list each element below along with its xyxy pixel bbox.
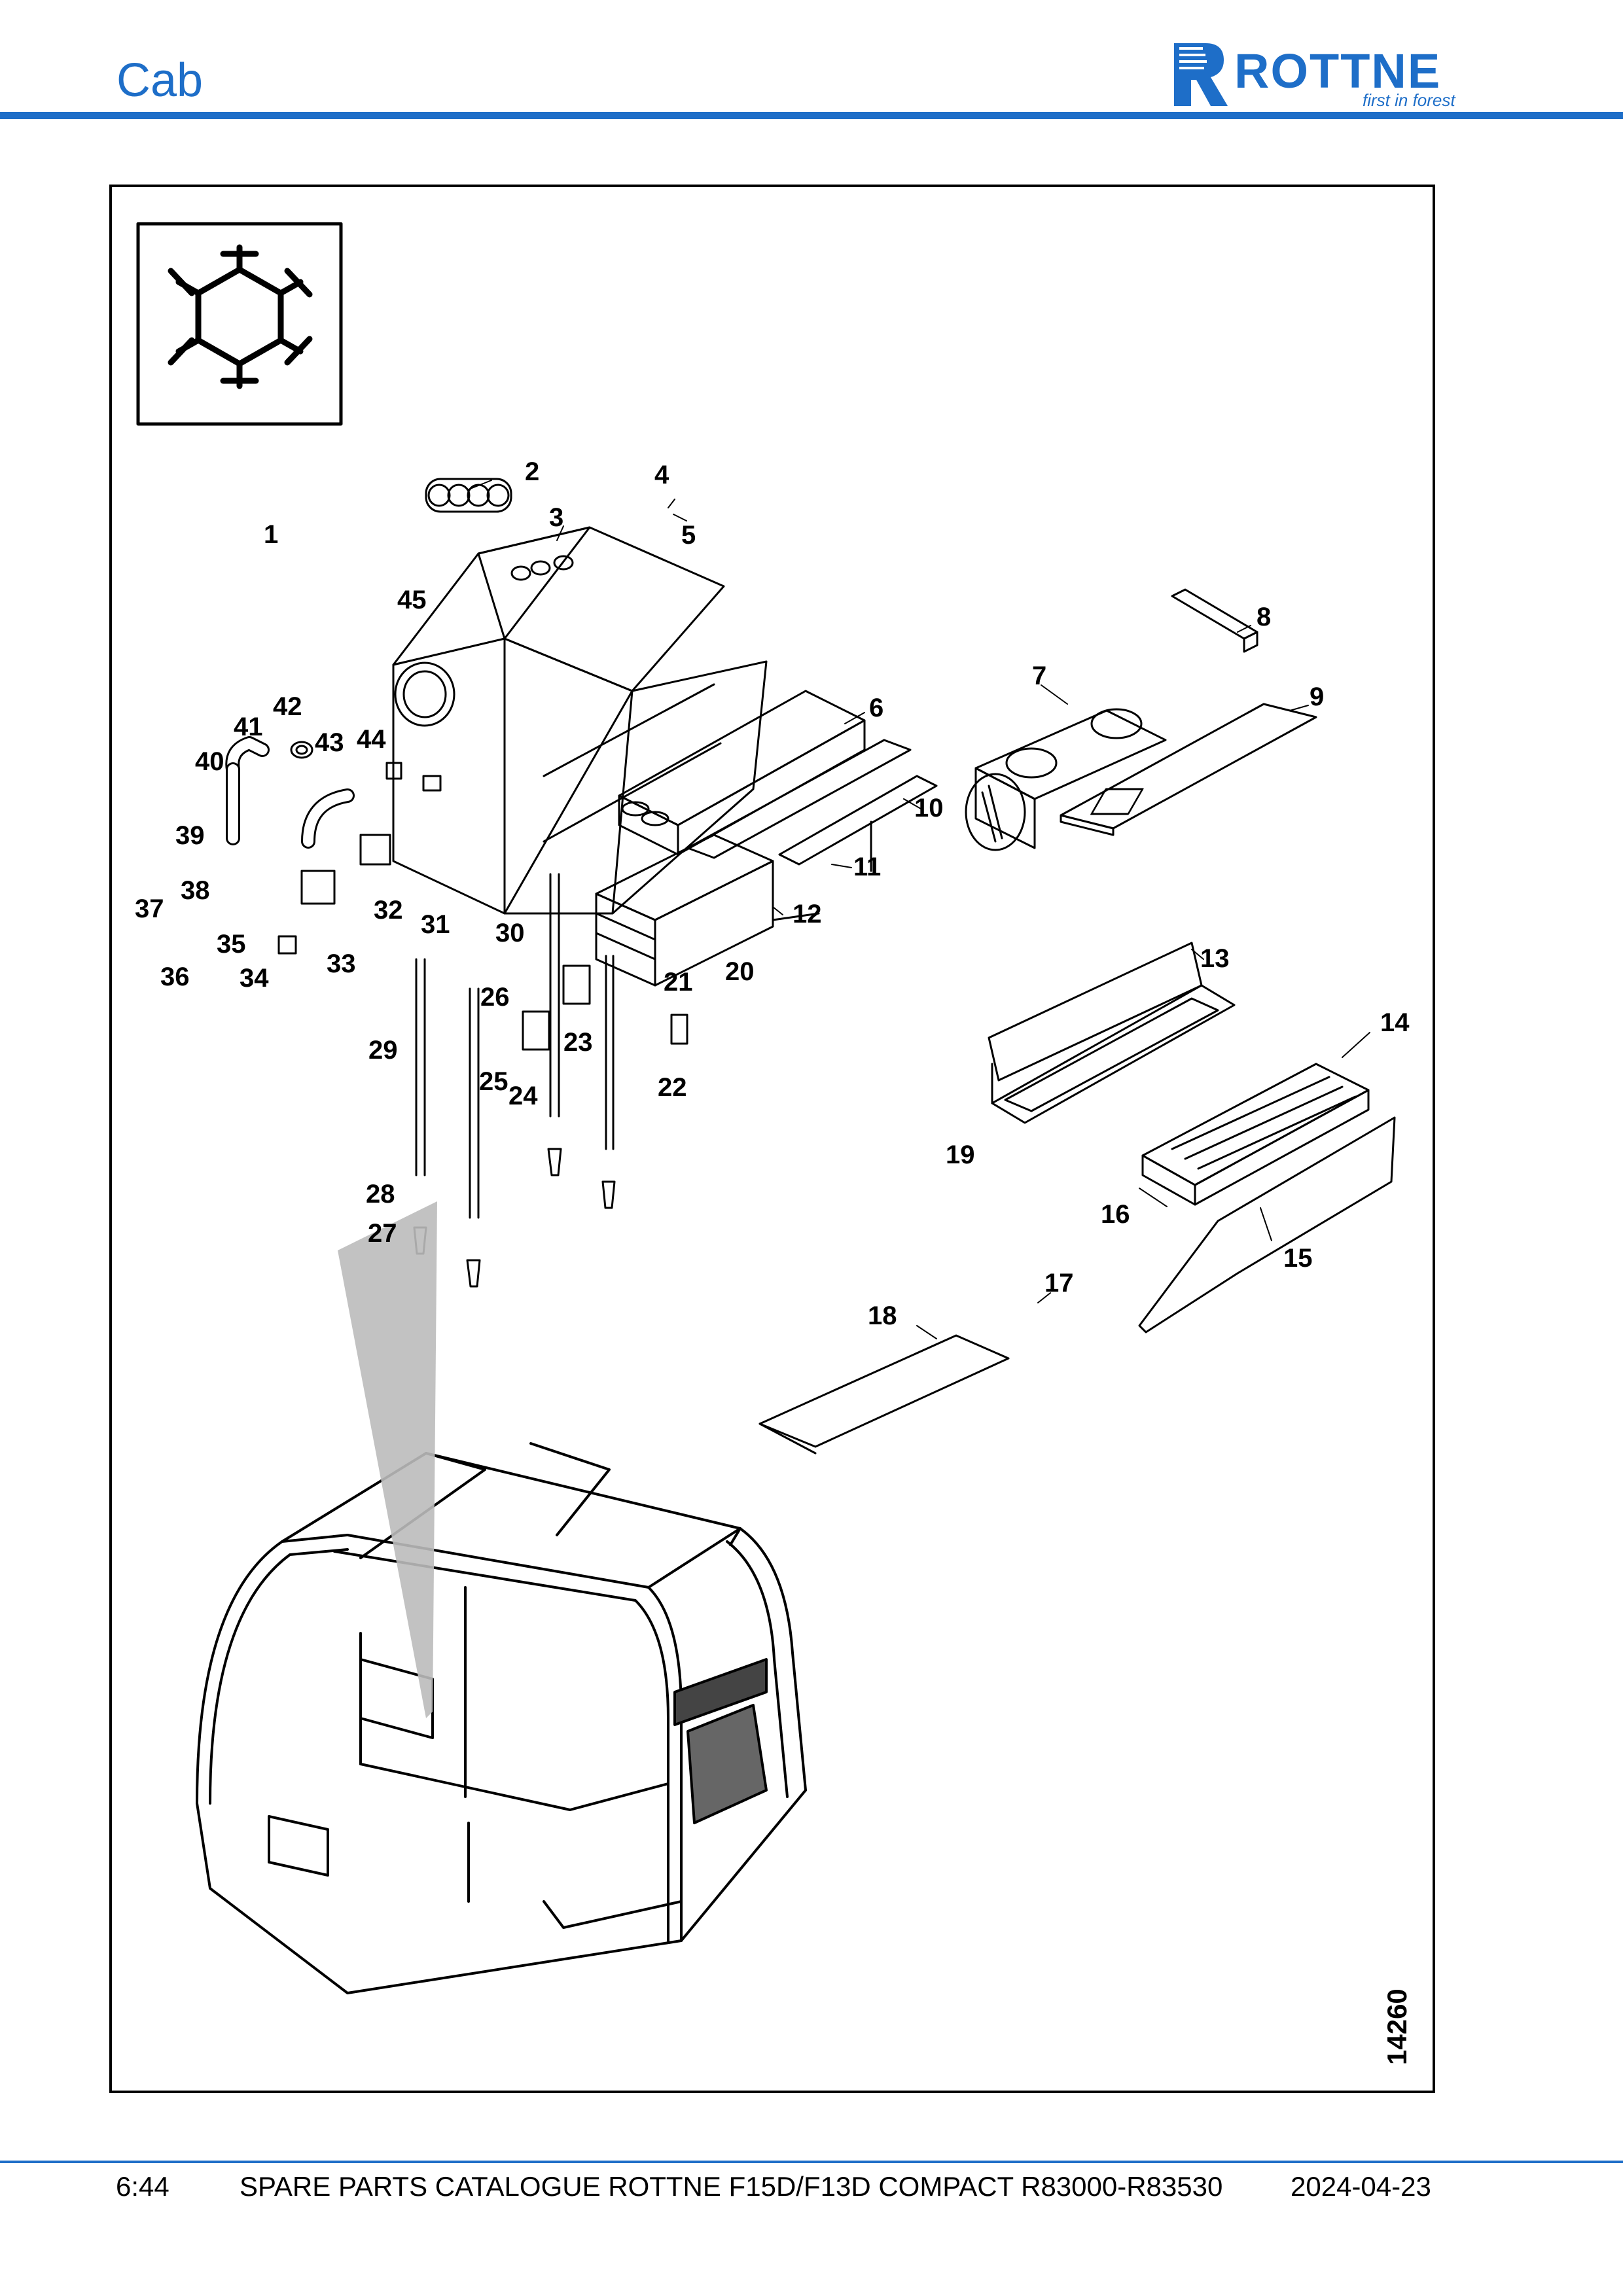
drain-pipes bbox=[413, 873, 616, 1288]
svg-text:ROTTNE: ROTTNE bbox=[1234, 44, 1441, 98]
blower-unit bbox=[965, 708, 1167, 851]
blower-cover-plate bbox=[1060, 703, 1317, 836]
callout-12: 12 bbox=[793, 900, 822, 928]
exploded-view-drawing: 1 2 3 4 5 6 7 8 9 10 11 12 13 14 15 16 1… bbox=[135, 222, 1412, 2065]
rottne-logo: ROTTNE first in forest bbox=[1174, 43, 1456, 110]
callout-17: 17 bbox=[1044, 1269, 1074, 1298]
callout-16: 16 bbox=[1101, 1200, 1130, 1229]
callout-5: 5 bbox=[681, 521, 696, 550]
drawing-number: 14260 bbox=[1382, 1988, 1412, 2065]
callout-8: 8 bbox=[1257, 603, 1271, 631]
valves-and-fittings bbox=[225, 736, 688, 1051]
callout-30: 30 bbox=[495, 919, 525, 947]
filter-cover bbox=[1138, 1116, 1396, 1333]
callout-labels: 1 2 3 4 5 6 7 8 9 10 11 12 13 14 15 16 1… bbox=[135, 457, 1410, 1330]
callout-32: 32 bbox=[374, 896, 403, 925]
callout-38: 38 bbox=[181, 876, 210, 905]
snowflake-icon bbox=[136, 222, 343, 426]
bracket bbox=[1171, 588, 1258, 653]
publication-date: 2024-04-23 bbox=[1291, 2171, 1431, 2202]
rottne-logo-mark bbox=[1174, 43, 1228, 106]
callout-37: 37 bbox=[135, 894, 164, 923]
callout-14: 14 bbox=[1380, 1008, 1410, 1037]
callout-34: 34 bbox=[240, 964, 269, 993]
callout-36: 36 bbox=[160, 963, 190, 991]
mounting-rail bbox=[778, 775, 938, 872]
callout-9: 9 bbox=[1310, 682, 1324, 711]
heater-core bbox=[595, 834, 820, 987]
callout-6: 6 bbox=[869, 694, 883, 722]
callout-2: 2 bbox=[525, 457, 539, 486]
callout-7: 7 bbox=[1032, 662, 1046, 690]
callout-1: 1 bbox=[264, 520, 278, 549]
footer-rule bbox=[0, 2161, 1623, 2163]
callout-20: 20 bbox=[725, 957, 755, 986]
callout-24: 24 bbox=[508, 1082, 538, 1110]
heater-housing bbox=[392, 526, 768, 915]
callout-21: 21 bbox=[664, 968, 693, 997]
callout-10: 10 bbox=[914, 794, 944, 822]
callout-11: 11 bbox=[853, 853, 881, 881]
floor-plate bbox=[758, 1334, 1010, 1455]
cabin-air-filter bbox=[1141, 1063, 1370, 1206]
callout-22: 22 bbox=[658, 1073, 687, 1102]
callout-31: 31 bbox=[421, 910, 450, 939]
catalogue-title: SPARE PARTS CATALOGUE ROTTNE F15D/F13D C… bbox=[240, 2171, 1223, 2202]
air-duct bbox=[988, 942, 1236, 1124]
callout-42: 42 bbox=[273, 692, 302, 721]
callout-29: 29 bbox=[368, 1036, 398, 1065]
svg-text:first in forest: first in forest bbox=[1363, 90, 1456, 110]
callout-43: 43 bbox=[315, 728, 344, 757]
air-outlet-grille bbox=[425, 478, 512, 513]
callout-13: 13 bbox=[1200, 944, 1230, 973]
leader-lines bbox=[468, 480, 1370, 1339]
callout-35: 35 bbox=[217, 930, 246, 959]
callout-4: 4 bbox=[654, 461, 669, 489]
callout-26: 26 bbox=[480, 983, 510, 1012]
page-title: Cab bbox=[116, 54, 204, 107]
callout-28: 28 bbox=[366, 1180, 395, 1209]
callout-33: 33 bbox=[327, 949, 356, 978]
callout-41: 41 bbox=[234, 713, 263, 741]
callout-25: 25 bbox=[479, 1067, 508, 1096]
callout-39: 39 bbox=[175, 821, 205, 850]
callout-44: 44 bbox=[357, 725, 386, 754]
page-number: 6:44 bbox=[116, 2171, 169, 2202]
projection-cone bbox=[338, 1201, 437, 1718]
callout-45: 45 bbox=[397, 586, 427, 614]
callout-15: 15 bbox=[1283, 1244, 1313, 1273]
callout-40: 40 bbox=[195, 747, 224, 776]
callout-18: 18 bbox=[868, 1301, 897, 1330]
callout-19: 19 bbox=[946, 1140, 975, 1169]
diagram-frame: 1 2 3 4 5 6 7 8 9 10 11 12 13 14 15 16 1… bbox=[109, 185, 1435, 2093]
cab-frame bbox=[196, 1442, 807, 1994]
callout-27: 27 bbox=[368, 1219, 397, 1248]
evaporator bbox=[618, 690, 912, 859]
callout-23: 23 bbox=[563, 1028, 593, 1057]
header-rule bbox=[0, 112, 1623, 119]
callout-3: 3 bbox=[549, 503, 563, 532]
